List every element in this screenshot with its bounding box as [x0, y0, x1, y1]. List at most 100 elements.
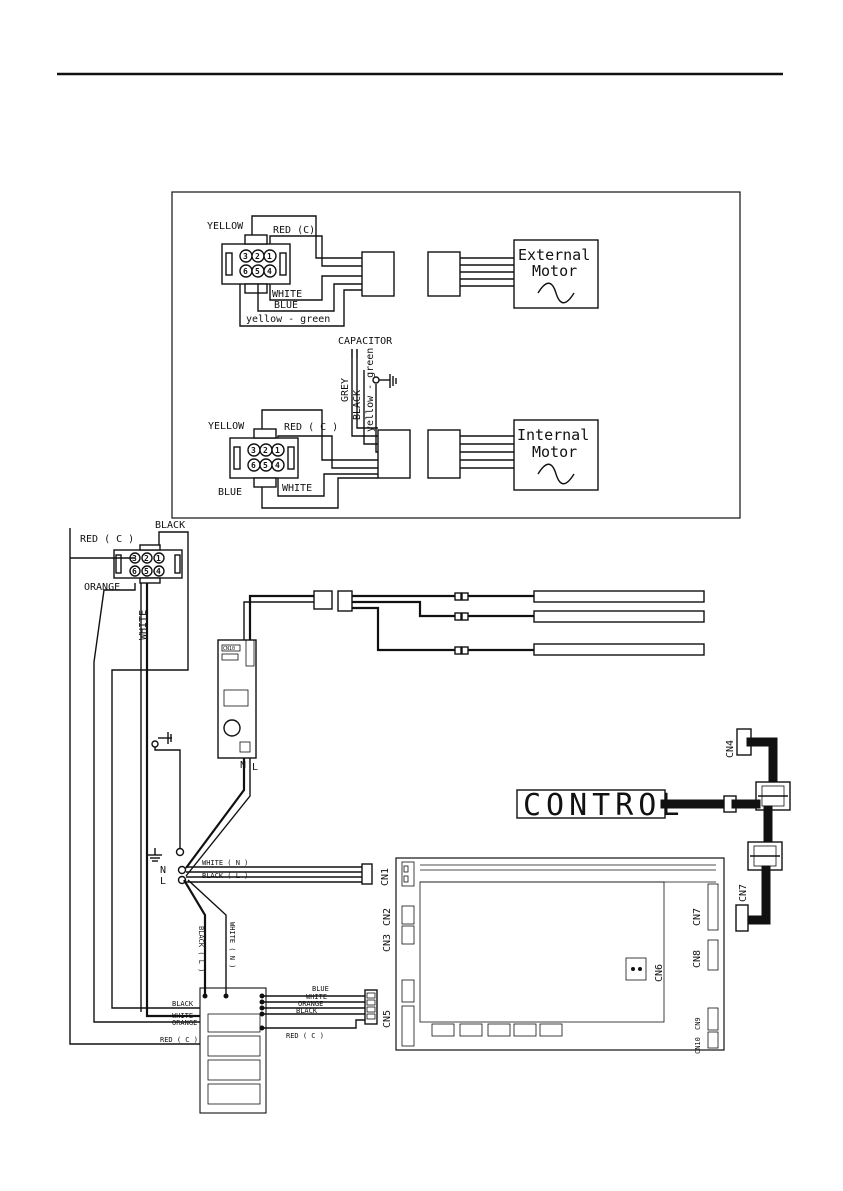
ext-motor-sine-icon — [537, 282, 575, 304]
external-motor-title-2: Motor — [532, 262, 577, 280]
cn6-label: CN6 — [654, 964, 665, 982]
int-motor-socket — [427, 429, 461, 479]
cap-black-label: BLACK — [352, 390, 363, 420]
white-n-vertical-label: WHITE ( N ) — [228, 922, 236, 968]
terminal-n-label: N — [160, 865, 166, 876]
black-l-vertical-label: BLACK ( L ) — [197, 926, 205, 972]
ext-white-label: WHITE — [272, 289, 302, 300]
cn3-label: CN3 — [382, 934, 393, 952]
cn1-plug — [361, 863, 373, 885]
l-terminal — [177, 875, 187, 885]
svg-text:4: 4 — [267, 267, 272, 276]
svg-text:6: 6 — [251, 461, 256, 470]
sensor-probe-2 — [533, 610, 705, 623]
internal-motor-plug-connector: 3 2 1 6 5 4 — [229, 428, 299, 488]
cn5-orange-label: ORANGE — [298, 1000, 323, 1008]
sensor-probe-3 — [533, 643, 705, 656]
sensor-probe-1 — [533, 590, 705, 603]
cn8-label: CN8 — [692, 950, 703, 968]
cn5-black-label: BLACK — [296, 1007, 318, 1015]
cn5-plug — [364, 989, 378, 1025]
int-yellow-label: YELLOW — [208, 421, 245, 432]
tb-red-c2-label: RED ( C ) — [286, 1032, 324, 1040]
main-white-label: WHITE — [138, 610, 149, 640]
tb-black-label: BLACK — [172, 1000, 194, 1008]
tb-orange-label: ORANGE — [172, 1019, 197, 1027]
cn5-white-label: WHITE — [306, 993, 327, 1001]
external-motor-section: 3 2 1 6 5 4 YELLOW RED (C) WHITE BLUE ye… — [207, 215, 599, 327]
sensor-plug-b — [337, 590, 353, 612]
upper-latch-connector — [755, 781, 791, 811]
cn2-label: CN2 — [382, 908, 393, 926]
internal-motor-section: 3 2 1 6 5 4 YELLOW RED ( C ) BLUE WHITE … — [208, 409, 599, 509]
earth-terminal — [175, 847, 185, 857]
svg-text:5: 5 — [255, 267, 260, 276]
int-red-c-label: RED ( C ) — [284, 422, 338, 433]
ground-icon — [158, 732, 172, 744]
svg-text:4: 4 — [156, 567, 161, 576]
cn7-label: CN7 — [692, 908, 703, 926]
cap-ground-icon — [389, 374, 397, 388]
terminal-l-label: L — [160, 876, 166, 887]
cn5-blue-label: BLUE — [312, 985, 329, 993]
black-l-wire-label: BLACK ( L ) — [202, 872, 248, 880]
capacitor-section: CAPACITOR GREY BLACK yellow - green — [338, 336, 397, 453]
cn1-label: CN1 — [380, 868, 391, 886]
tb-white-label: WHITE — [172, 1012, 193, 1020]
cn10-label: CN10 — [694, 1037, 702, 1054]
cn7-cable-label: CN7 — [738, 884, 749, 902]
receiver-board: CN10 — [217, 639, 257, 759]
cap-yellow-green-label: yellow - green — [365, 348, 376, 432]
external-motor-plug-connector: 3 2 1 6 5 4 — [221, 234, 291, 294]
ext-red-c-label: RED (C) — [273, 225, 315, 236]
svg-text:3: 3 — [243, 252, 248, 261]
int-motor-sine-icon — [537, 463, 575, 485]
control-label: CONTROL — [523, 788, 684, 823]
terminal-block — [199, 987, 267, 1114]
svg-text:5: 5 — [144, 567, 149, 576]
svg-text:2: 2 — [263, 446, 268, 455]
ext-wire-plug — [361, 251, 395, 297]
lower-latch-connector — [747, 841, 783, 871]
white-n-wire-label: WHITE ( N ) — [202, 859, 248, 867]
svg-text:3: 3 — [251, 446, 256, 455]
earth-terminal-ground-icon — [148, 848, 162, 862]
ext-motor-socket — [427, 251, 461, 297]
svg-text:5: 5 — [263, 461, 268, 470]
cn5-label: CN5 — [382, 1010, 393, 1028]
capacitor-label: CAPACITOR — [338, 336, 393, 347]
main-red-c-label: RED ( C ) — [80, 534, 134, 545]
receiver-l-label: L — [252, 762, 258, 773]
int-blue-label: BLUE — [218, 487, 242, 498]
sensor-plug-a — [313, 590, 333, 610]
svg-text:1: 1 — [275, 446, 280, 455]
svg-text:1: 1 — [156, 554, 161, 563]
internal-motor-title-1: Internal — [517, 426, 589, 444]
int-white-label: WHITE — [282, 483, 312, 494]
svg-text:6: 6 — [243, 267, 248, 276]
cn9-label: CN9 — [694, 1017, 702, 1030]
svg-text:6: 6 — [132, 567, 137, 576]
svg-text:1: 1 — [267, 252, 272, 261]
int-wire-plug — [377, 429, 411, 479]
main-control-board — [395, 857, 725, 1051]
svg-text:2: 2 — [255, 252, 260, 261]
cap-grey-label: GREY — [340, 378, 351, 402]
n-terminal — [177, 865, 187, 875]
internal-motor-box — [513, 419, 599, 491]
external-motor-title-1: External — [518, 246, 590, 264]
cn7-plug — [735, 904, 749, 932]
cn4-label: CN4 — [725, 740, 736, 758]
internal-motor-title-2: Motor — [532, 443, 577, 461]
receiver-cn10-label: CN10 — [223, 646, 235, 652]
svg-text:4: 4 — [275, 461, 280, 470]
external-motor-box — [513, 239, 599, 309]
ext-blue-label: BLUE — [274, 300, 298, 311]
ext-yellow-green-label: yellow - green — [246, 314, 330, 325]
svg-text:2: 2 — [144, 554, 149, 563]
main-black-label: BLACK — [155, 520, 185, 531]
main-orange-label: ORANGE — [84, 582, 120, 593]
main-motor-connector: 3 2 1 6 5 4 — [113, 544, 183, 584]
motors-frame — [171, 191, 741, 519]
